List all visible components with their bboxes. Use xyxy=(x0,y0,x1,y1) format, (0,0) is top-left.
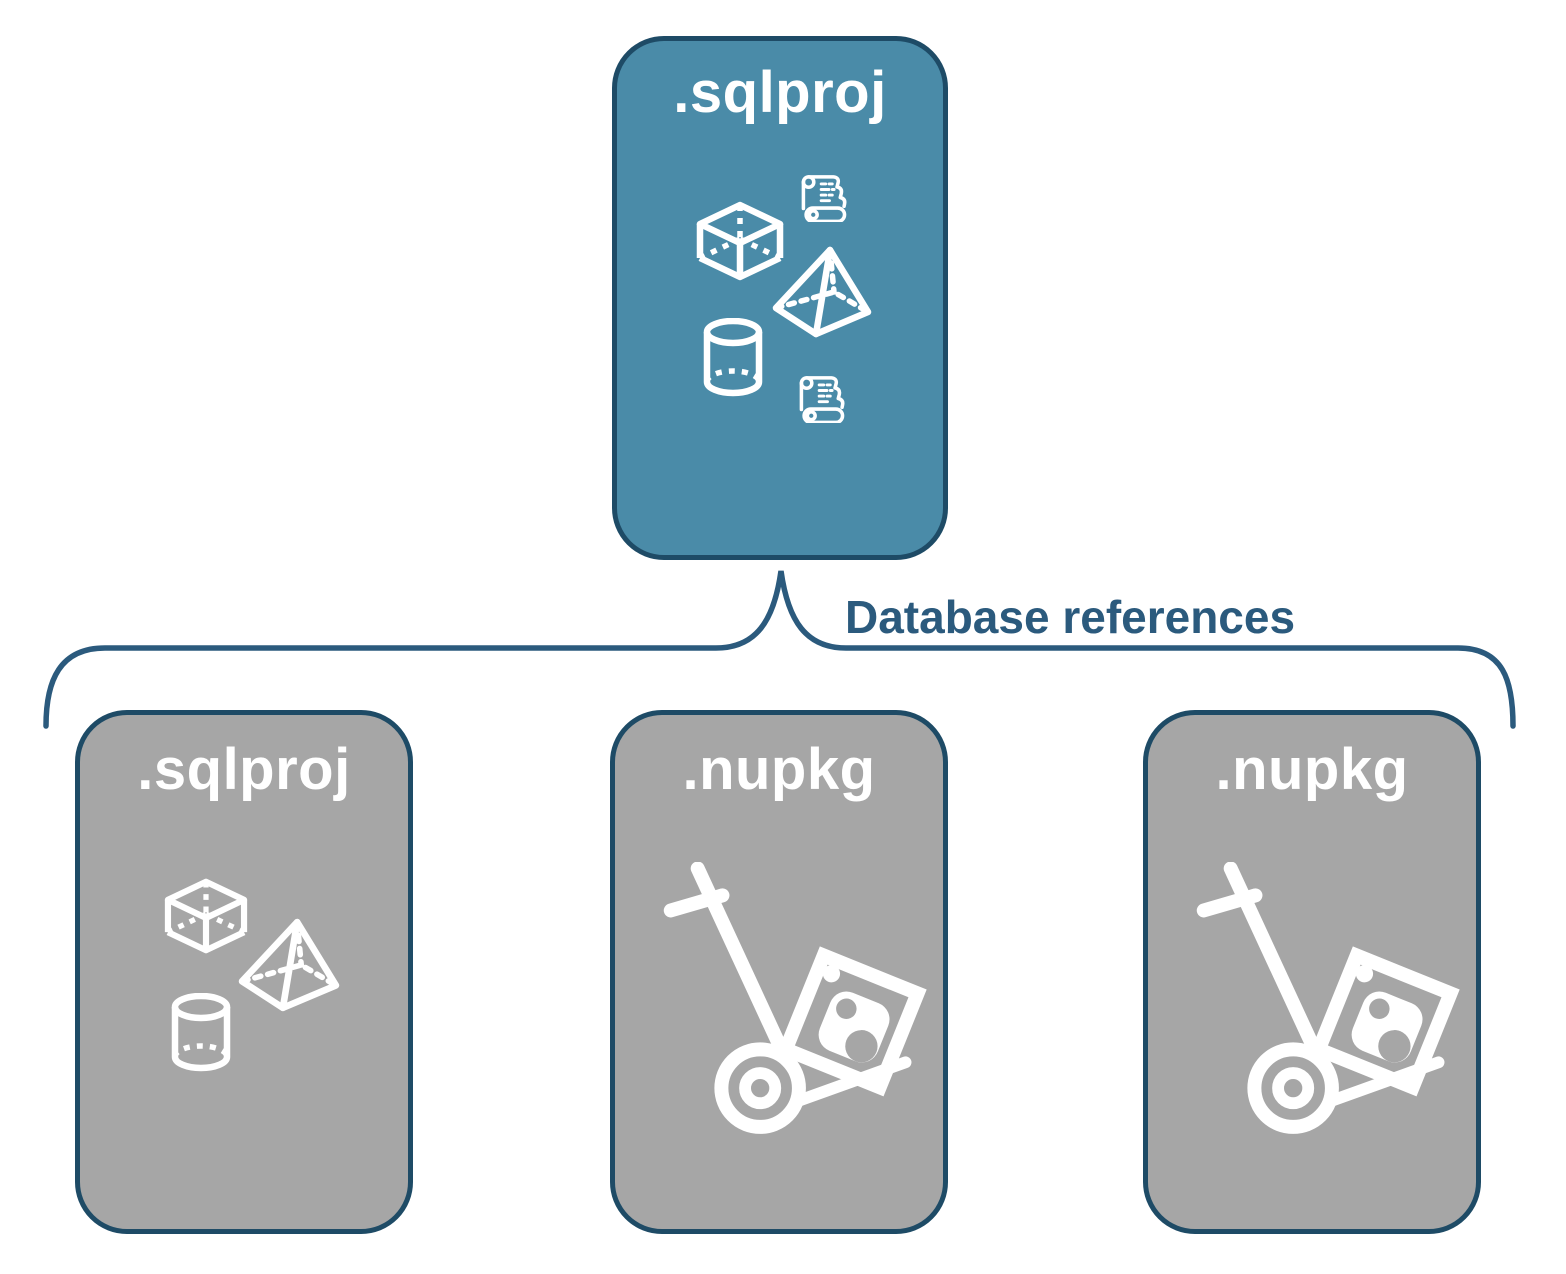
connector-label: Database references xyxy=(845,591,1296,643)
root-node-label: .sqlproj xyxy=(673,60,887,125)
cube-icon xyxy=(163,877,249,955)
child-node-label: .nupkg xyxy=(1215,737,1409,802)
hand-truck-package-icon xyxy=(660,862,940,1142)
cylinder-icon xyxy=(700,318,766,398)
child-node-label: .nupkg xyxy=(682,737,876,802)
child-node-nupkg: .nupkg xyxy=(1143,710,1481,1234)
script-scroll-icon xyxy=(797,170,849,222)
script-scroll-icon xyxy=(795,371,847,423)
hand-truck-package-icon xyxy=(1193,862,1473,1142)
child-node-label: .sqlproj xyxy=(137,737,351,802)
root-node-sqlproj: .sqlproj xyxy=(612,36,948,560)
child-node-nupkg: .nupkg xyxy=(610,710,948,1234)
cylinder-icon xyxy=(168,993,234,1073)
pyramid-icon xyxy=(772,246,872,338)
child-node-sqlproj: .sqlproj xyxy=(75,710,413,1234)
pyramid-icon xyxy=(238,918,340,1012)
